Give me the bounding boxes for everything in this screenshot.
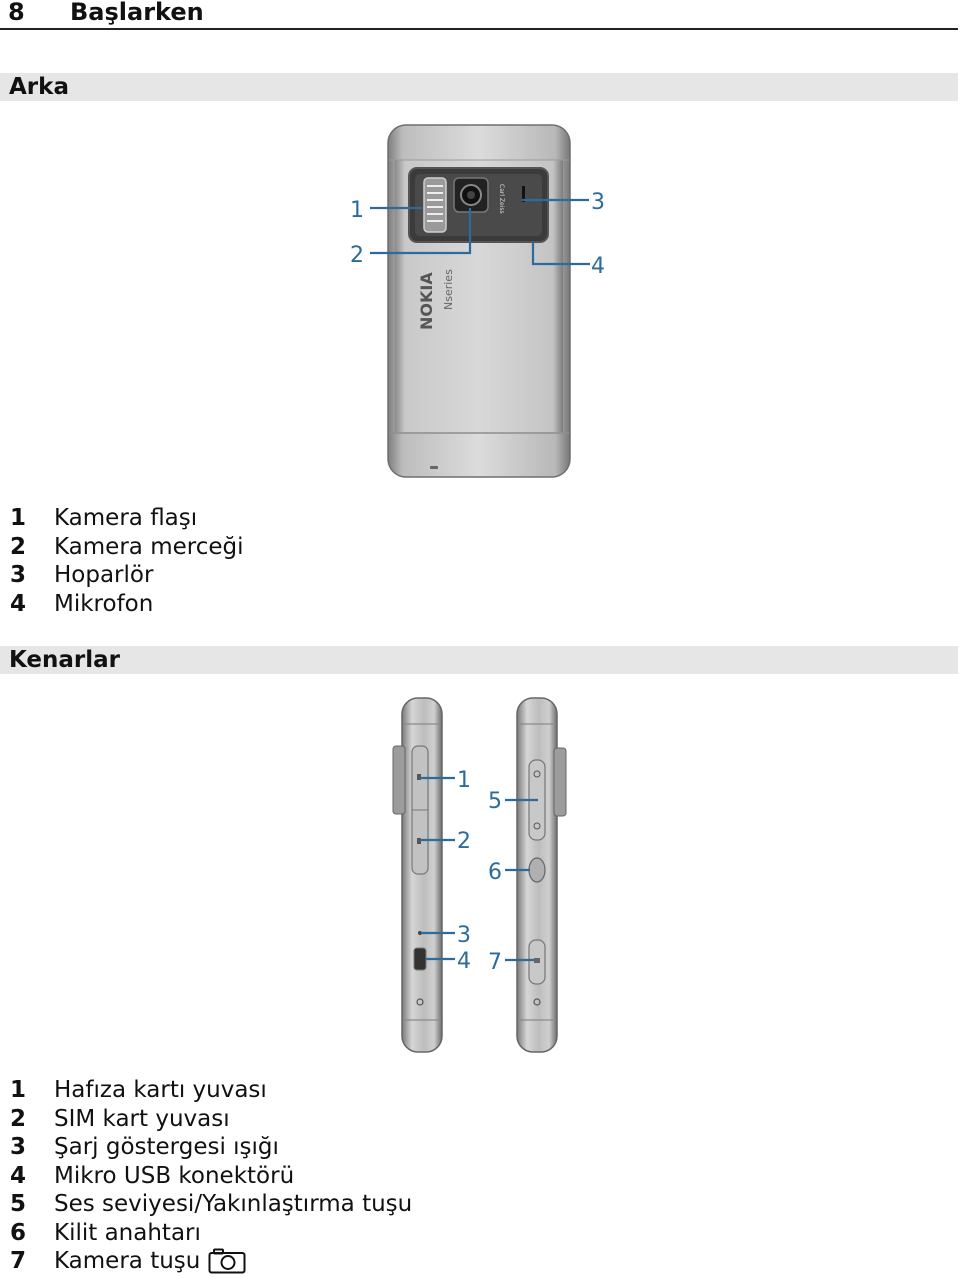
lens-brand: Carl Zeiss: [498, 184, 505, 214]
phone-sides-figure: 1 2 3 4 5 6 7: [392, 697, 567, 1053]
phone-brand: NOKIA: [417, 272, 436, 330]
legend-number: 3: [10, 1134, 27, 1160]
side-callouts: 1 2 3 4 5 6 7: [420, 768, 538, 975]
legend-number: 2: [10, 533, 27, 560]
callout-4: 4: [591, 254, 605, 279]
legend-item: 2 SIM kart yuvası: [10, 1105, 412, 1134]
back-callouts: 1 2 3 4: [350, 190, 605, 279]
camera-lens: [453, 177, 489, 213]
callout-2: 2: [457, 829, 471, 854]
callout-3: 3: [457, 923, 471, 948]
camera-icon: [208, 1248, 246, 1274]
camera-flash: [423, 177, 447, 233]
phone-back-figure: Carl Zeiss NOKIA Nseries 1 2 3 4: [350, 124, 605, 478]
callout-2: 2: [350, 243, 364, 268]
legend-number: 7: [10, 1248, 27, 1274]
legend-item: 2 Kamera merceği: [10, 533, 243, 562]
microphone-hole: [430, 466, 438, 469]
legend-label: Kamera flaşı: [54, 505, 198, 531]
legend-item: 7 Kamera tuşu: [10, 1247, 412, 1276]
section-title-sides: Kenarlar: [9, 647, 121, 673]
legend-label: Kamera tuşu: [54, 1248, 201, 1274]
legend-item: 4 Mikro USB konektörü: [10, 1162, 412, 1191]
sides-legend: 1 Hafıza kartı yuvası 2 SIM kart yuvası 3 Ş…: [10, 1076, 412, 1276]
callout-7: 7: [488, 950, 502, 975]
legend-item: 1 Kamera flaşı: [10, 504, 243, 533]
legend-label: Şarj göstergesi ışığı: [54, 1134, 279, 1160]
legend-item: 5 Ses seviyesi/Yakınlaştırma tuşu: [10, 1190, 412, 1219]
legend-number: 6: [10, 1219, 27, 1246]
legend-label: Kamera merceği: [54, 533, 244, 560]
legend-label: Mikro USB konektörü: [54, 1162, 295, 1189]
leader-line-4: [531, 242, 590, 266]
phone-right-side: [516, 697, 567, 1053]
legend-number: 4: [10, 1162, 27, 1189]
phone-back: Carl Zeiss NOKIA Nseries: [387, 124, 571, 478]
callout-3: 3: [591, 190, 605, 215]
phone-left-side: [392, 697, 443, 1053]
legend-label: Mikrofon: [54, 590, 154, 617]
legend-number: 4: [10, 590, 27, 617]
legend-label: Kilit anahtarı: [54, 1219, 201, 1246]
legend-number: 3: [10, 562, 27, 588]
leader-line-2: [370, 208, 472, 255]
page-number: 8: [8, 0, 25, 26]
callout-1: 1: [350, 198, 364, 223]
page-header: 8 Başlarken: [0, 0, 958, 30]
micro-usb-port: [413, 947, 427, 971]
legend-number: 2: [10, 1105, 27, 1132]
speaker-slot: [522, 186, 525, 202]
legend-number: 1: [10, 505, 27, 531]
callout-1: 1: [457, 768, 471, 793]
chapter-title: Başlarken: [70, 0, 204, 26]
section-title-back: Arka: [9, 74, 69, 100]
legend-number: 5: [10, 1191, 27, 1217]
legend-item: 6 Kilit anahtarı: [10, 1219, 412, 1248]
phone-series: Nseries: [442, 269, 455, 310]
legend-label: SIM kart yuvası: [54, 1105, 230, 1132]
legend-label: Ses seviyesi/Yakınlaştırma tuşu: [54, 1191, 413, 1217]
section-header-sides: Kenarlar: [0, 646, 958, 674]
callout-4: 4: [457, 949, 471, 974]
lock-switch: [528, 857, 546, 883]
section-header-back: Arka: [0, 73, 958, 101]
callout-6: 6: [488, 860, 502, 885]
callout-5: 5: [488, 789, 502, 814]
legend-number: 1: [10, 1077, 27, 1103]
legend-item: 1 Hafıza kartı yuvası: [10, 1076, 412, 1105]
legend-label: Hafıza kartı yuvası: [54, 1077, 267, 1103]
legend-item: 4 Mikrofon: [10, 590, 243, 619]
legend-label: Hoparlör: [54, 562, 154, 588]
legend-item: 3 Şarj göstergesi ışığı: [10, 1133, 412, 1162]
legend-item: 3 Hoparlör: [10, 561, 243, 590]
